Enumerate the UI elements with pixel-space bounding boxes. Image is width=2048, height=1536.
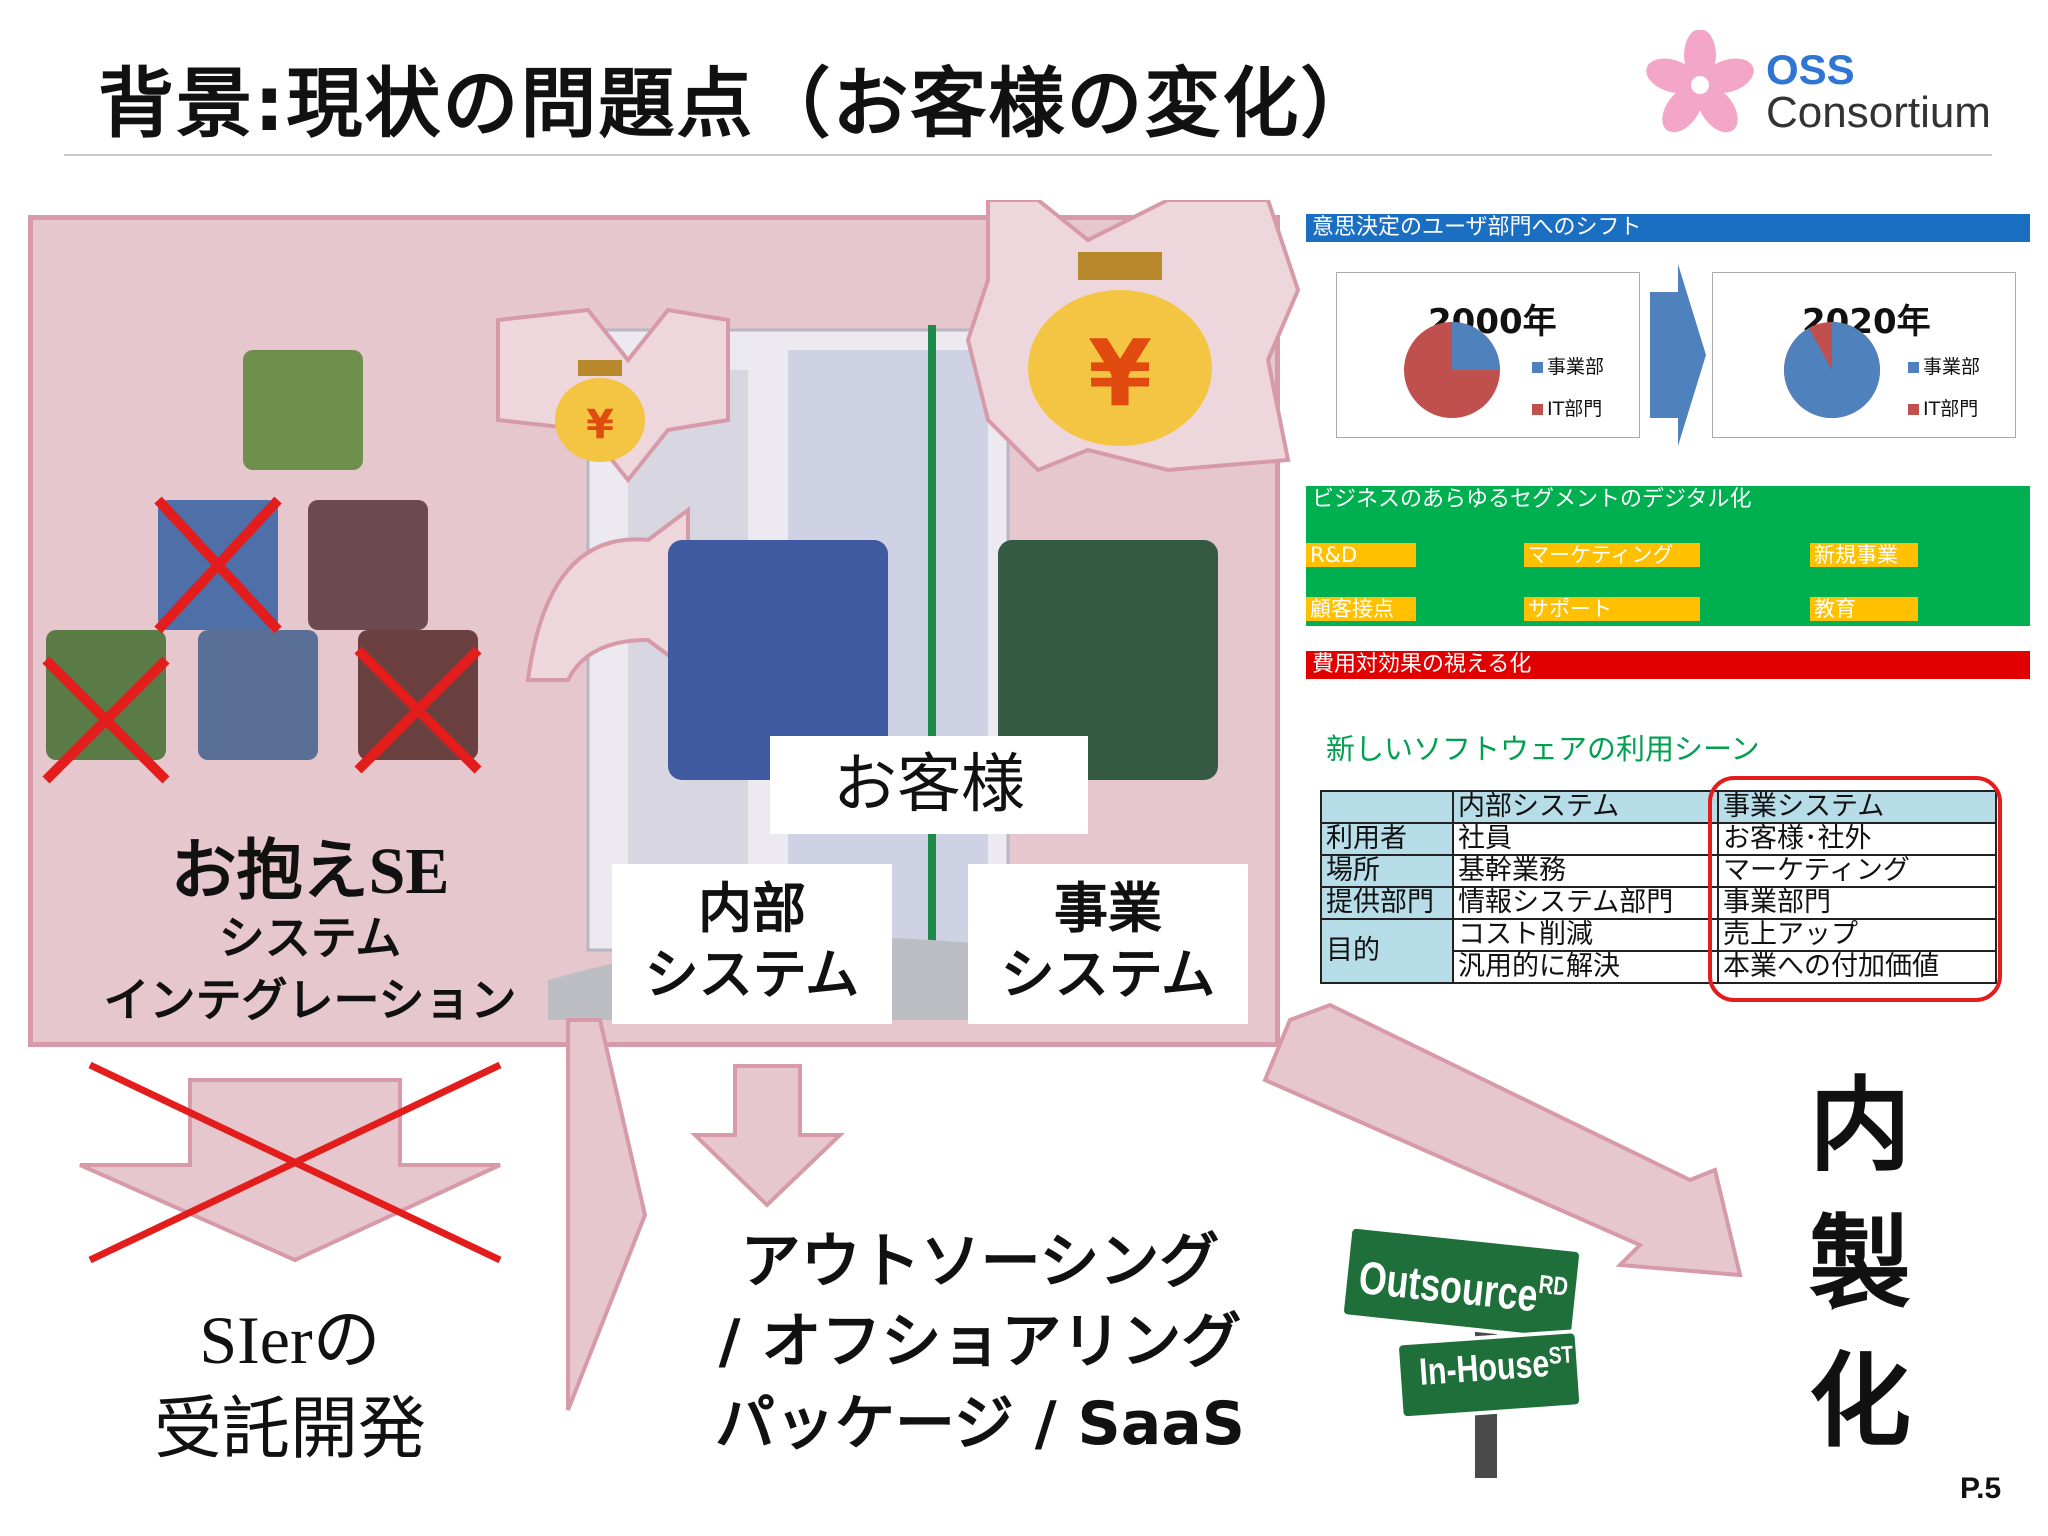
page-number: P.5 (1960, 1472, 2002, 1505)
segment-customer-contact: 顧客接点 (1306, 597, 1416, 621)
table-header-cell (1320, 790, 1454, 824)
pie-2020-chart (1784, 322, 1881, 418)
pie-2000-legend-2: IT部門 (1532, 394, 1602, 421)
transition-arrows (79, 1002, 1743, 1411)
table-cell: 汎用的に解決 (1452, 950, 1719, 984)
inhouse-char-2: 製 (1809, 1205, 1911, 1324)
se-crowds-icon (46, 350, 478, 760)
svg-text:¥: ¥ (586, 402, 614, 448)
table-cell: 提供部門 (1320, 886, 1454, 920)
legend-red-swatch (1908, 404, 1919, 415)
legend-label: IT部門 (1923, 398, 1979, 420)
legend-label: 事業部 (1923, 356, 1981, 378)
segment-support: サポート (1524, 597, 1700, 621)
table-cell: 情報システム部門 (1452, 886, 1719, 920)
street-sign-icon (1340, 1228, 1584, 1478)
table-header-cell: 事業システム (1717, 790, 1997, 824)
digital-banner: ビジネスのあらゆるセグメントのデジタル化 (1312, 487, 1752, 512)
arrow-right-icon (1650, 264, 1706, 446)
table-cell: 事業部門 (1717, 886, 1997, 920)
title-divider (64, 154, 1992, 156)
sign-outsource-suffix: RD (1537, 1268, 1570, 1302)
internal-system-box: 内部 システム (612, 864, 892, 1024)
table-row: 目的 コスト削減 売上アップ (1320, 918, 1997, 984)
customer-label: お客様 (770, 736, 1088, 834)
table-cell: 社員 (1452, 822, 1719, 856)
segment-new-business: 新規事業 (1810, 543, 1918, 567)
svg-text:¥: ¥ (1088, 320, 1152, 427)
pie-2020-legend-2: IT部門 (1908, 394, 1978, 421)
cost-banner: 費用対効果の視える化 (1306, 651, 2030, 679)
logo-oss: OSS (1766, 46, 1855, 93)
table-cell: マーケティング (1717, 854, 1997, 888)
table-cell: 基幹業務 (1452, 854, 1719, 888)
sakura-logo-icon (1646, 30, 1754, 133)
outsourcing-line2: / オフショアリング (718, 1307, 1242, 1377)
customer-crowds-icon (668, 540, 1218, 780)
segment-marketing: マーケティング (1524, 543, 1700, 567)
table-row: 場所 基幹業務 マーケティング (1320, 854, 1997, 888)
sier-line1: SIerの (199, 1302, 381, 1378)
table-cell: お客様･社外 (1717, 822, 1997, 856)
rejected-x-icons (42, 496, 482, 784)
sier-cross-icon (88, 1061, 502, 1264)
internal-system-line1: 内部 (698, 877, 806, 940)
legend-label: IT部門 (1547, 398, 1603, 420)
table-header-row: 内部システム 事業システム (1320, 790, 1997, 824)
internal-system-line2: システム (644, 943, 860, 1006)
table-cell: 利用者 (1320, 822, 1454, 856)
usage-table-wrap: 内部システム 事業システム 利用者 社員 お客様･社外 場所 基幹業務 マーケテ… (1320, 790, 1997, 984)
pie-2020-legend-1: 事業部 (1908, 352, 1980, 379)
captive-se-sub1: システム (218, 911, 402, 965)
table-header-cell: 内部システム (1452, 790, 1719, 824)
arrow-diagonal-right (1262, 1002, 1743, 1278)
arrow-down-middle (690, 1064, 845, 1208)
sier-line2: 受託開発 (153, 1390, 426, 1469)
segment-education: 教育 (1810, 597, 1918, 621)
table-cell: 場所 (1320, 854, 1454, 888)
table-cell: 目的 (1320, 918, 1454, 984)
inhouse-char-3: 化 (1809, 1343, 1911, 1462)
sign-inhouse-text: In-House (1418, 1342, 1551, 1394)
business-system-line1: 事業 (1054, 877, 1162, 940)
table-cell: 売上アップ (1717, 918, 1997, 952)
business-system-line2: システム (1000, 943, 1216, 1006)
page-title: 背景:現状の問題点（お客様の変化） (98, 59, 1379, 148)
legend-blue-swatch (1532, 362, 1543, 373)
legend-label: 事業部 (1547, 356, 1605, 378)
legend-blue-swatch (1908, 362, 1919, 373)
legend-red-swatch (1532, 404, 1543, 415)
pie-2000-legend-1: 事業部 (1532, 352, 1604, 379)
logo-consortium: Consortium (1766, 88, 1991, 137)
sign-inhouse-suffix: ST (1547, 1341, 1575, 1370)
highlight-outline (1708, 776, 2002, 1002)
money-bag-large-icon: ¥ (1028, 252, 1212, 446)
captive-se-sub2: インテグレーション (103, 973, 517, 1027)
table-cell: コスト削減 (1452, 918, 1719, 952)
segment-rd: R&D (1306, 543, 1416, 567)
money-bag-small-icon: ¥ (555, 360, 645, 462)
usage-table: 内部システム 事業システム 利用者 社員 お客様･社外 場所 基幹業務 マーケテ… (1320, 790, 1997, 984)
table-row: 提供部門 情報システム部門 事業部門 (1320, 886, 1997, 920)
shift-banner: 意思決定のユーザ部門へのシフト (1306, 214, 2030, 242)
table-cell: 本業への付加価値 (1717, 950, 1997, 984)
pie-2000-chart (1404, 322, 1500, 418)
captive-se-heading: お抱えSE (170, 835, 450, 908)
inhouse-char-1: 内 (1809, 1067, 1911, 1186)
arrow-right-vertical (566, 1018, 648, 1411)
outsourcing-line1: アウトソーシング (740, 1227, 1220, 1297)
table-row: 汎用的に解決 本業への付加価値 (1321, 950, 1997, 984)
new-usage-title: 新しいソフトウェアの利用シーン (1326, 732, 1760, 766)
outsourcing-line3: パッケージ / SaaS (715, 1389, 1245, 1459)
table-row: 利用者 社員 お客様･社外 (1320, 822, 1997, 856)
business-system-box: 事業 システム (968, 864, 1248, 1024)
